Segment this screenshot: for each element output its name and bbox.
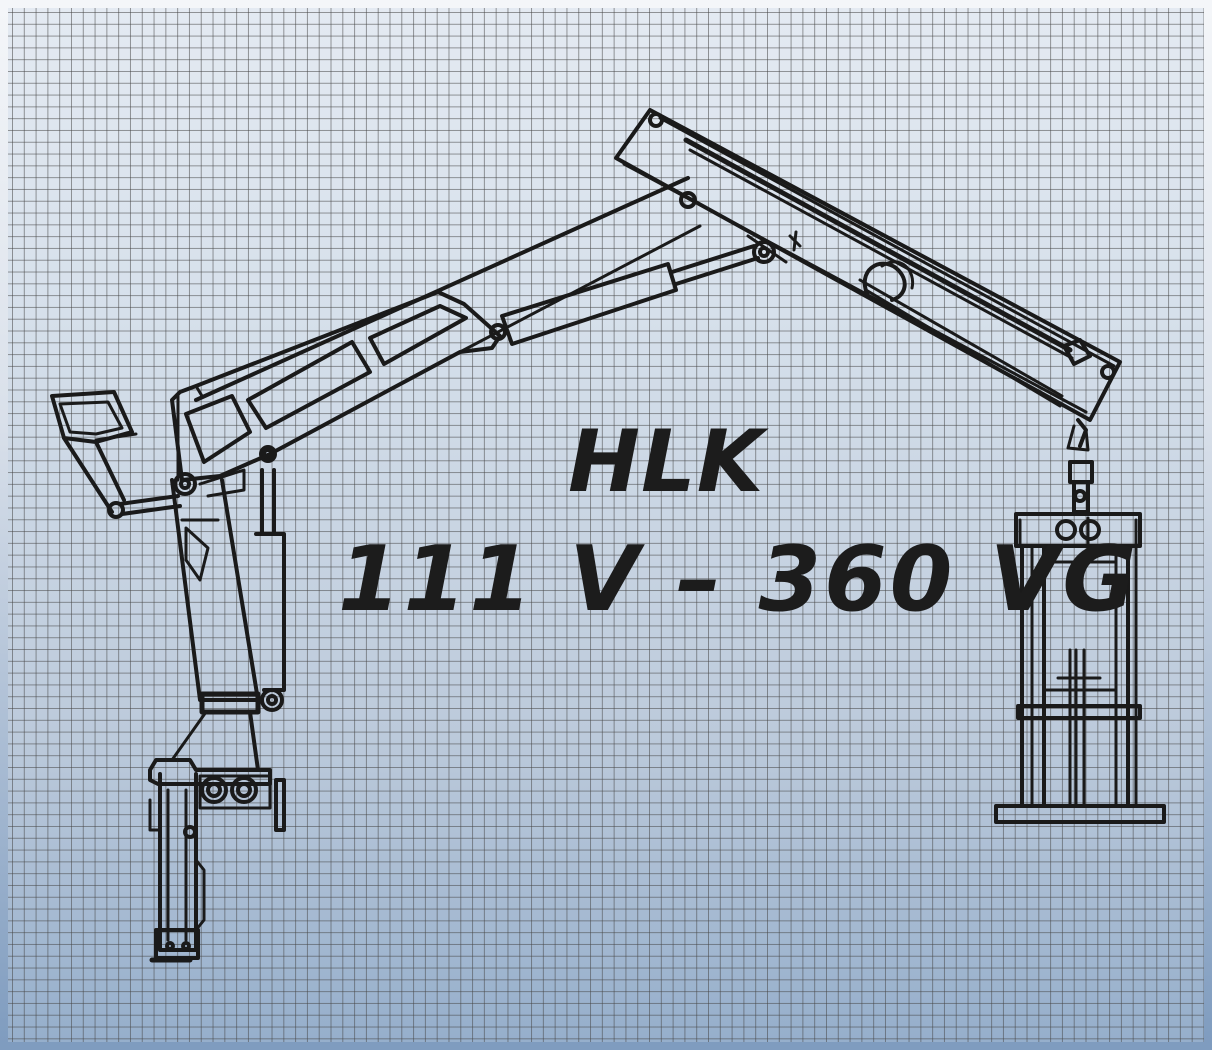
- model-range-title: 111 V – 360 VG: [338, 527, 1140, 632]
- operator-seat: [50, 390, 182, 519]
- rotator-hook: [1066, 418, 1094, 514]
- boom-cylinder: [500, 234, 788, 346]
- crane-column: [148, 472, 286, 963]
- lift-cylinder: [254, 445, 286, 712]
- brand-title: HLK: [568, 412, 765, 512]
